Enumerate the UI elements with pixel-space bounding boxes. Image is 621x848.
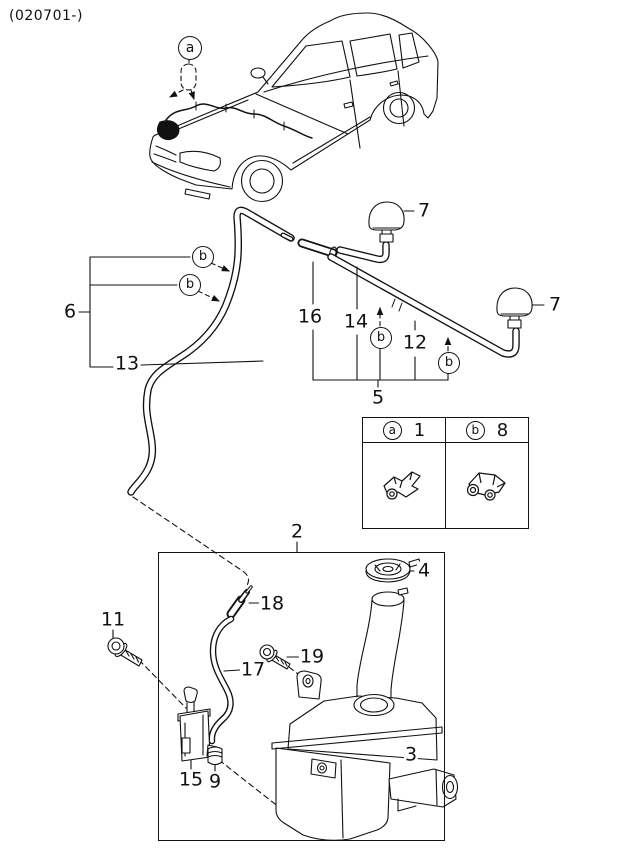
callout-4: 4 <box>416 559 432 582</box>
hose-clip-icon <box>383 470 421 500</box>
callout-19: 19 <box>298 645 326 668</box>
washer-tank-3 <box>271 693 459 841</box>
callout-7-right: 7 <box>547 293 563 316</box>
legend-cell-b <box>445 442 529 529</box>
marker-b-3: b <box>370 327 392 349</box>
filler-neck <box>356 587 409 699</box>
mounting-tab-upper <box>296 670 322 700</box>
legend-header-b: b 8 <box>445 417 529 443</box>
hood-hose-routing <box>156 101 313 141</box>
callout-12: 12 <box>401 331 429 354</box>
screw-19 <box>259 644 291 670</box>
marker-b-2: b <box>179 274 201 296</box>
callout-a-pointer <box>169 57 197 101</box>
legend-marker-b: b <box>465 420 485 440</box>
callout-9: 9 <box>207 770 223 793</box>
marker-b-1: b <box>192 246 214 268</box>
marker-b-4: b <box>438 352 460 374</box>
screw-11 <box>107 637 143 667</box>
hose-clamp-icon <box>466 471 506 501</box>
reservoir-assembly-box <box>158 552 445 841</box>
callout-6: 6 <box>62 300 78 323</box>
washer-hose-17 <box>208 615 235 745</box>
model-date-code: (020701-) <box>9 8 83 24</box>
callout-17: 17 <box>239 658 267 681</box>
callout-11: 11 <box>99 608 127 631</box>
callout-13: 13 <box>113 352 141 375</box>
clip-legend-table: a 1 b 8 <box>362 417 529 529</box>
hose-joint-18 <box>226 585 253 619</box>
legend-marker-a: a <box>382 420 402 440</box>
clip-position-arrows <box>197 262 452 352</box>
legend-cell-a <box>362 442 446 529</box>
tank-side-fitting <box>310 758 337 779</box>
callout-5: 5 <box>370 386 386 409</box>
callout-3: 3 <box>403 743 419 766</box>
callout-18: 18 <box>258 592 286 615</box>
marker-a: a <box>178 36 202 60</box>
washer-hose-14 <box>336 241 390 264</box>
car-illustration <box>149 12 439 203</box>
callout-14: 14 <box>342 310 370 333</box>
callout-16: 16 <box>296 305 324 328</box>
legend-qty-b: 8 <box>496 419 509 441</box>
hose-connector-16 <box>280 232 338 259</box>
pump-grommet-9 <box>207 746 223 766</box>
washer-hose-12 <box>327 253 520 358</box>
callout-7-left: 7 <box>416 199 432 222</box>
callout-leader-lines <box>78 210 545 772</box>
washer-nozzle-7-right <box>496 287 533 329</box>
washer-hose-13 <box>127 206 295 496</box>
legend-qty-a: 1 <box>413 419 426 441</box>
washer-nozzle-7-left <box>368 201 405 243</box>
tank-bracket-arm <box>388 768 459 812</box>
legend-header-a: a 1 <box>362 417 446 443</box>
callout-15: 15 <box>177 768 205 791</box>
callout-2: 2 <box>289 520 305 543</box>
